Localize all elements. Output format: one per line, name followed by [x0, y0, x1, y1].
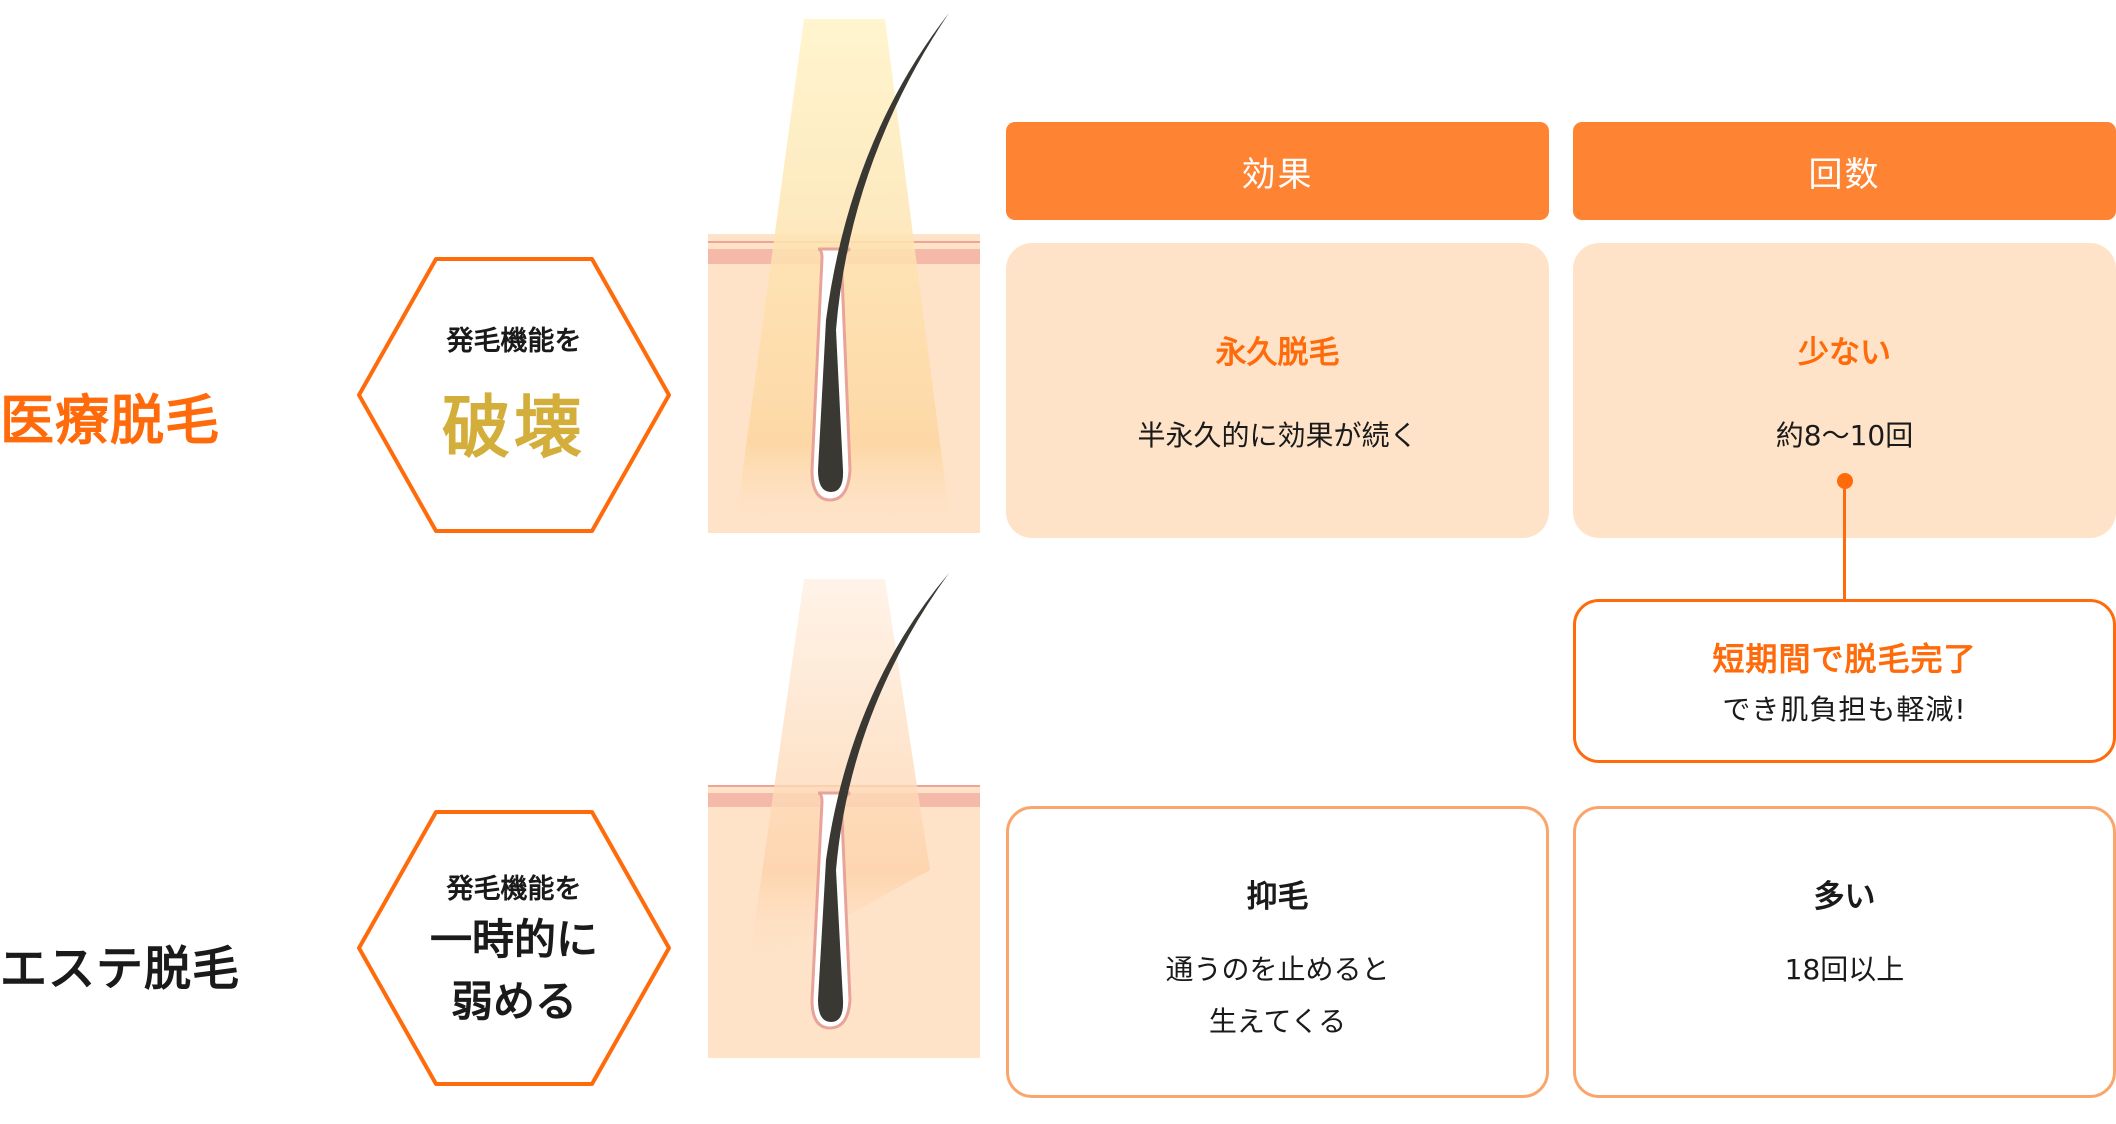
- cell-description: 18回以上: [1784, 953, 1905, 986]
- hexagon-subtext: 発毛機能を: [446, 873, 582, 905]
- hair-follicle-illustration-esthe: [700, 560, 1000, 1120]
- cell-title: 多い: [1813, 879, 1876, 915]
- connector-dot-icon: [1837, 473, 1853, 489]
- cell-description: 通うのを止めると 生えてくる: [1165, 944, 1389, 1048]
- row-label-medical-hair-removal: 医療脱毛: [0, 389, 220, 452]
- callout-headline: 短期間で脱毛完了: [1712, 640, 1977, 678]
- hexagon-emphasis-destroy: 破壊: [441, 389, 586, 468]
- hexagon-outline-icon: [357, 810, 671, 1086]
- column-header-count: 回数: [1573, 122, 2116, 220]
- hexagon-outline-icon: [357, 257, 671, 533]
- cell-description-line1: 通うのを止めると: [1165, 953, 1390, 986]
- cell-medical-effect: 永久脱毛 半永久的に効果が続く: [1006, 243, 1549, 538]
- cell-esthe-count: 多い 18回以上: [1573, 806, 2116, 1098]
- callout-short-term-benefit: 短期間で脱毛完了 でき肌負担も軽減!: [1573, 599, 2116, 763]
- callout-body: でき肌負担も軽減!: [1722, 693, 1967, 726]
- hair-follicle-light-icon: [708, 573, 980, 1058]
- hexagon-subtext: 発毛機能を: [446, 326, 582, 357]
- hexagon-medical-mechanism: 発毛機能を 破壊: [356, 256, 672, 534]
- connector-line: [1843, 485, 1846, 600]
- hexagon-emphasis-line2: 弱める: [450, 976, 577, 1026]
- hair-follicle-laser-icon: [708, 13, 980, 533]
- cell-description: 約8〜10回: [1775, 419, 1914, 452]
- cell-title: 少ない: [1798, 335, 1891, 371]
- row-label-esthe-hair-removal: エステ脱毛: [0, 942, 240, 997]
- column-header-effect: 効果: [1006, 122, 1549, 220]
- hexagon-esthe-mechanism: 発毛機能を 一時的に 弱める: [356, 809, 672, 1087]
- cell-title: 抑毛: [1246, 879, 1309, 915]
- hair-follicle-illustration-medical: [700, 0, 1000, 540]
- cell-description: 半永久的に効果が続く: [1137, 419, 1418, 452]
- cell-description-line2: 生えてくる: [1208, 1005, 1347, 1038]
- hexagon-emphasis-line1: 一時的に: [429, 914, 598, 964]
- cell-esthe-effect: 抑毛 通うのを止めると 生えてくる: [1006, 806, 1549, 1098]
- cell-title: 永久脱毛: [1215, 335, 1340, 371]
